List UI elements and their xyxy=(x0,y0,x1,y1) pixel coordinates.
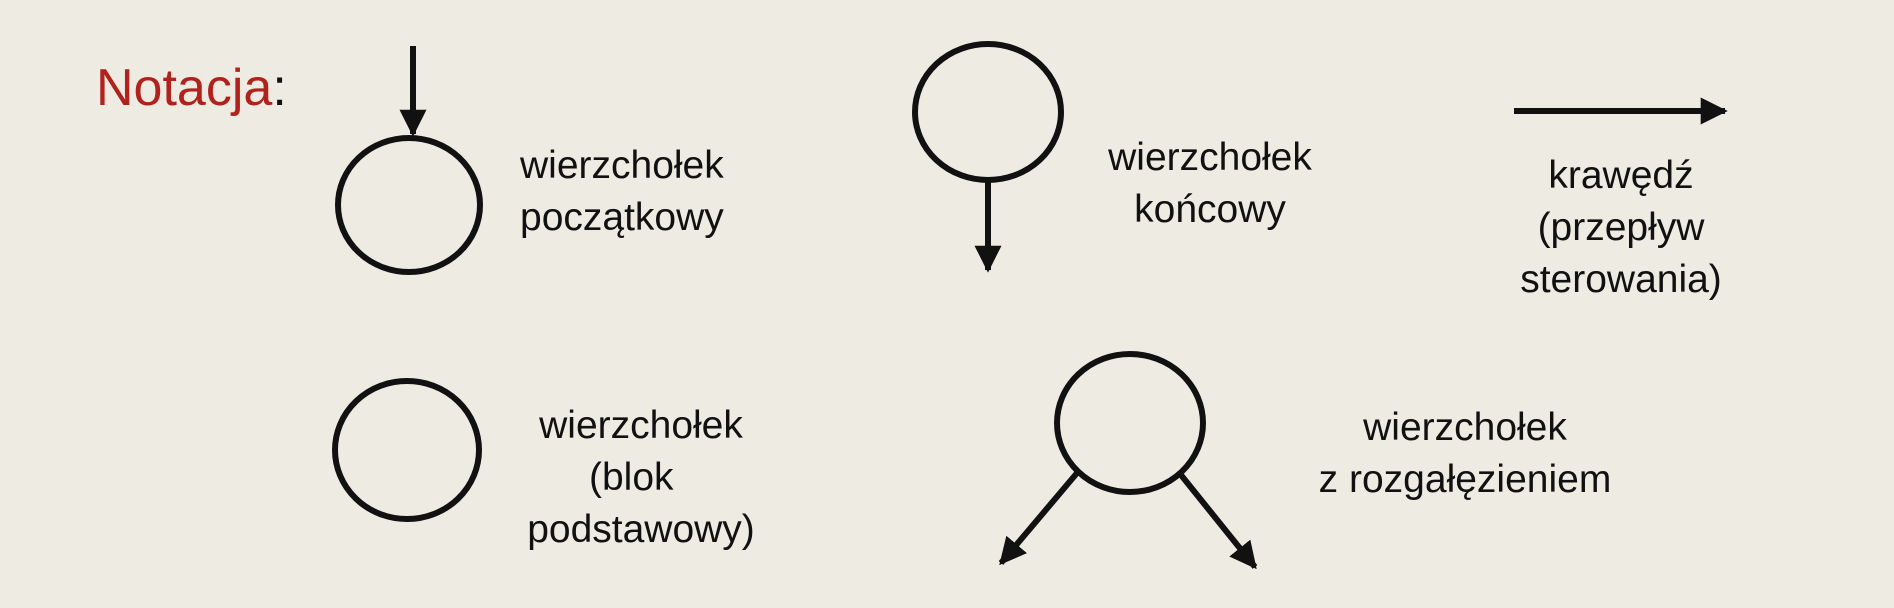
start-vertex-label: wierzchołek początkowy xyxy=(520,140,724,244)
branch-vertex-left-arrow xyxy=(998,471,1080,566)
edge-label-line-2: (przepływ xyxy=(1537,206,1705,249)
basic-block-vertex-label-line-1: wierzchołek xyxy=(539,404,743,447)
basic-block-vertex-circle xyxy=(332,378,482,522)
branch-vertex-circle xyxy=(1054,351,1206,495)
branch-vertex-label-line-1: wierzchołek xyxy=(1363,406,1567,449)
notation-title: Notacja: xyxy=(96,62,287,114)
branch-vertex-label-line-2: z rozgałęzieniem xyxy=(1318,458,1612,501)
edge-label-line-3: sterowania) xyxy=(1520,258,1722,301)
basic-block-vertex-label: wierzchołek (blok podstawowy) xyxy=(514,400,768,556)
basic-block-vertex-label-line-2: (blok xyxy=(589,456,674,499)
start-vertex-circle xyxy=(335,135,483,275)
end-vertex-label-line-2: końcowy xyxy=(1134,188,1286,231)
branch-vertex-label: wierzchołek z rozgałęzieniem xyxy=(1300,402,1630,506)
edge-label-line-1: krawędź xyxy=(1548,154,1694,197)
notation-title-word: Notacja xyxy=(96,59,273,117)
start-vertex-label-line-1: wierzchołek xyxy=(520,144,724,187)
end-vertex-label: wierzchołek końcowy xyxy=(1097,132,1323,236)
start-vertex-label-line-2: początkowy xyxy=(520,196,724,239)
branch-vertex-right-arrow xyxy=(1178,473,1258,570)
end-vertex-circle xyxy=(912,41,1064,183)
edge-label: krawędź (przepływ sterowania) xyxy=(1500,150,1742,306)
basic-block-vertex-label-line-3: podstawowy) xyxy=(527,508,755,551)
end-vertex-label-line-1: wierzchołek xyxy=(1108,136,1312,179)
notation-title-colon: : xyxy=(272,59,287,117)
